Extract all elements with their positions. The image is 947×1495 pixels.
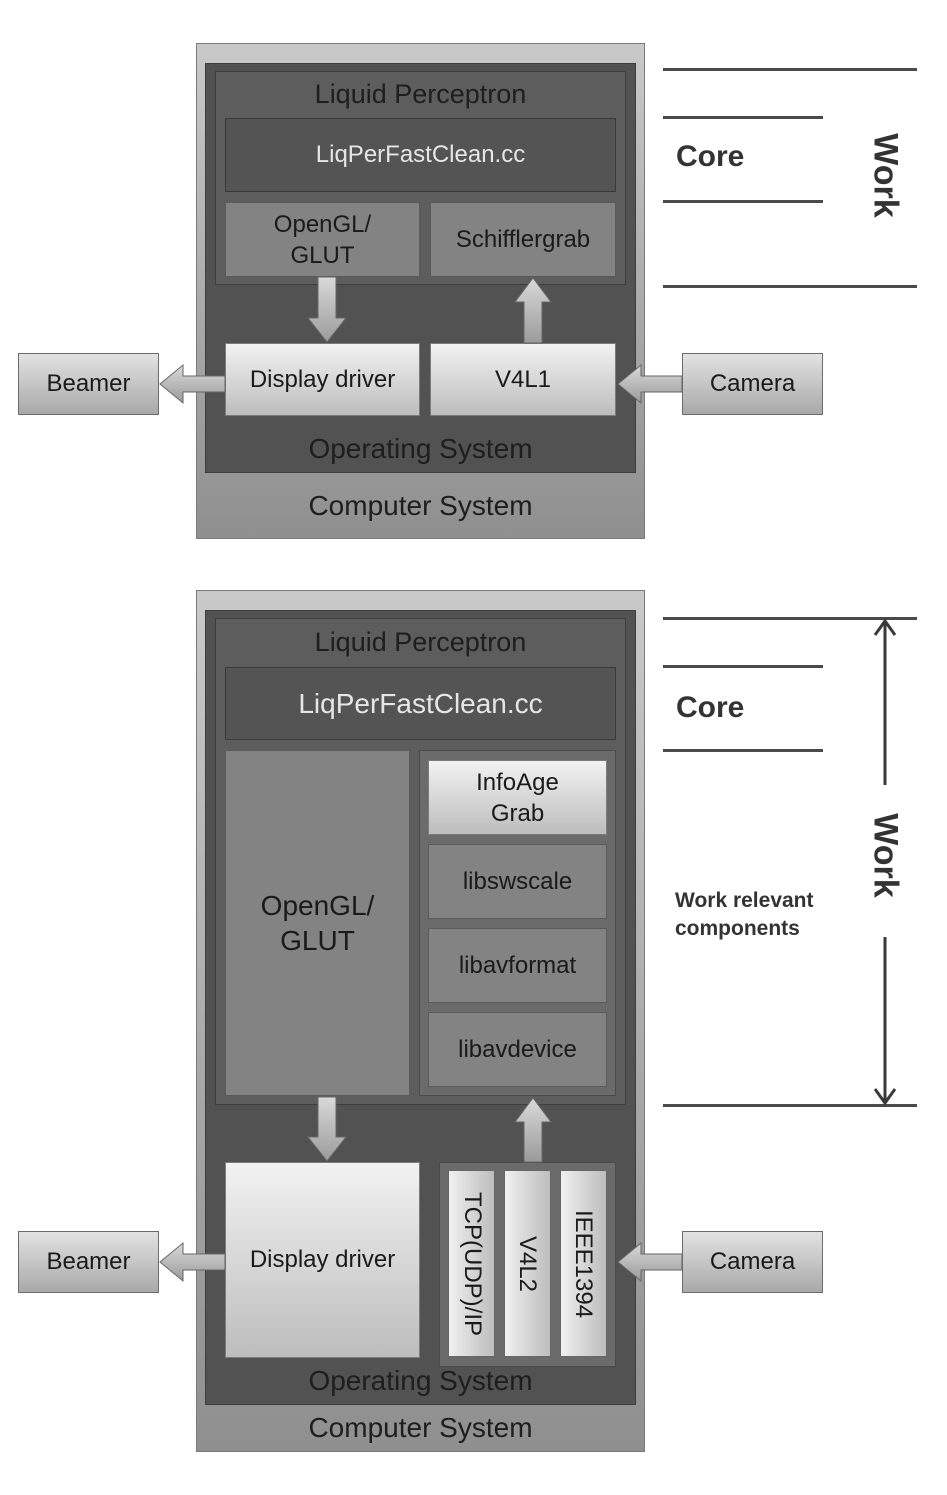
arrow-left-icon xyxy=(159,1241,226,1283)
work-label-wrap: Work xyxy=(835,133,935,217)
work-bottom-rule xyxy=(663,285,917,288)
arrow-up-icon xyxy=(514,1097,552,1163)
arrow-down-icon xyxy=(306,276,348,343)
beamer-box: Beamer xyxy=(18,353,159,415)
display-driver-box: Display driver xyxy=(225,343,420,416)
work-top-rule xyxy=(663,617,917,620)
work-top-rule xyxy=(663,68,917,71)
work-span-arrow xyxy=(873,618,897,1106)
computer-system-title: Computer System xyxy=(308,490,533,521)
ieee1394-box: IEEE1394 xyxy=(560,1170,607,1357)
arrow-up-icon xyxy=(514,277,552,344)
liquid-perceptron-title: Liquid Perceptron xyxy=(314,626,527,657)
operating-system-title: Operating System xyxy=(308,1365,533,1396)
core-label: Core xyxy=(676,691,745,724)
top-arrows xyxy=(159,276,683,405)
bottom-arrows xyxy=(159,1096,683,1283)
arrow-left-icon xyxy=(617,363,683,405)
work-label-wrap: Work xyxy=(835,813,935,897)
opengl-glut-box: OpenGL/ GLUT xyxy=(225,202,420,277)
liquid-perceptron-title: Liquid Perceptron xyxy=(314,78,527,109)
core-bottom-rule xyxy=(663,200,823,203)
computer-system-title: Computer System xyxy=(308,1412,533,1443)
infoage-grab-box: InfoAge Grab xyxy=(428,760,607,835)
core-top-rule xyxy=(663,116,823,119)
v4l1-box: V4L1 xyxy=(430,343,616,416)
core-bottom-rule xyxy=(663,749,823,752)
arrow-left-icon xyxy=(159,363,226,405)
operating-system-title: Operating System xyxy=(308,433,533,464)
beamer-box: Beamer xyxy=(18,1231,159,1293)
work-label: Work xyxy=(866,812,905,898)
display-driver-box: Display driver xyxy=(225,1162,420,1358)
work-bottom-rule xyxy=(663,1104,917,1107)
libavformat-box: libavformat xyxy=(428,928,607,1003)
source-file-box: LiqPerFastClean.cc xyxy=(225,118,616,192)
camera-box: Camera xyxy=(682,1231,823,1293)
arrow-down-icon xyxy=(306,1096,348,1162)
schifflergrab-box: Schifflergrab xyxy=(430,202,616,277)
libswscale-box: libswscale xyxy=(428,844,607,919)
tcp-ip-box: TCP(UDP)/IP xyxy=(448,1170,495,1357)
camera-box: Camera xyxy=(682,353,823,415)
source-file-box: LiqPerFastClean.cc xyxy=(225,667,616,740)
core-top-rule xyxy=(663,665,823,668)
v4l2-box: V4L2 xyxy=(504,1170,551,1357)
core-label: Core xyxy=(676,140,745,173)
libavdevice-box: libavdevice xyxy=(428,1012,607,1087)
arrow-left-icon xyxy=(617,1241,683,1283)
opengl-glut-box: OpenGL/ GLUT xyxy=(225,750,410,1096)
work-label: Work xyxy=(866,132,905,218)
work-relevant-label: Work relevant components xyxy=(675,889,814,940)
